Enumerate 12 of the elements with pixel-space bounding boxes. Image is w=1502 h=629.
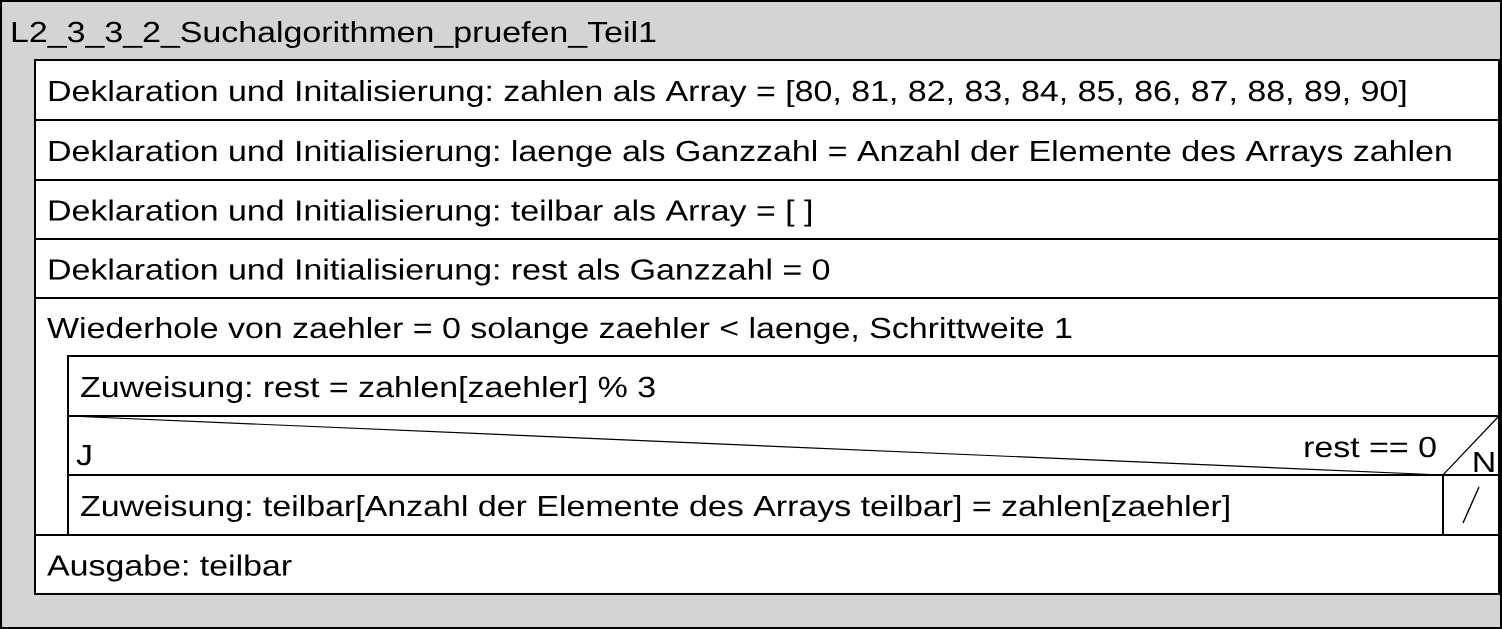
statement-box: Zuweisung: rest = zahlen[zaehler] % 3 xyxy=(67,355,1500,417)
statement-box: Ausgabe: teilbar xyxy=(34,534,1500,595)
loop-header: Wiederhole von zaehler = 0 solange zaehler < laenge, Schrittweite 1 xyxy=(47,317,1072,345)
statement-box: Zuweisung: teilbar[Anzahl der Elemente des Arrays teilbar] = zahlen[zaehler] xyxy=(67,474,1444,536)
branch-label: N xyxy=(1474,452,1494,472)
condition-text: rest == 0 xyxy=(1305,436,1436,458)
statement-box: Deklaration und Initialisierung: teilbar als Array = [ ] xyxy=(34,179,1500,240)
statement-box: Deklaration und Initialisierung: laenge als Ganzzahl = Anzahl der Elemente des Arrays zahlen xyxy=(34,119,1500,181)
statement-box: Deklaration und Initialisierung: rest als Ganzzahl = 0 xyxy=(34,238,1500,299)
statement-box: Deklaration und Initalisierung: zahlen als Array = [80, 81, 82, 83, 84, 85, 86, 87, 88, 89, 90] xyxy=(34,59,1500,121)
program-title: L2_3_3_2_Suchalgorithmen_pruefen_Teil1 xyxy=(12,21,656,49)
branch-label: J xyxy=(76,445,91,466)
